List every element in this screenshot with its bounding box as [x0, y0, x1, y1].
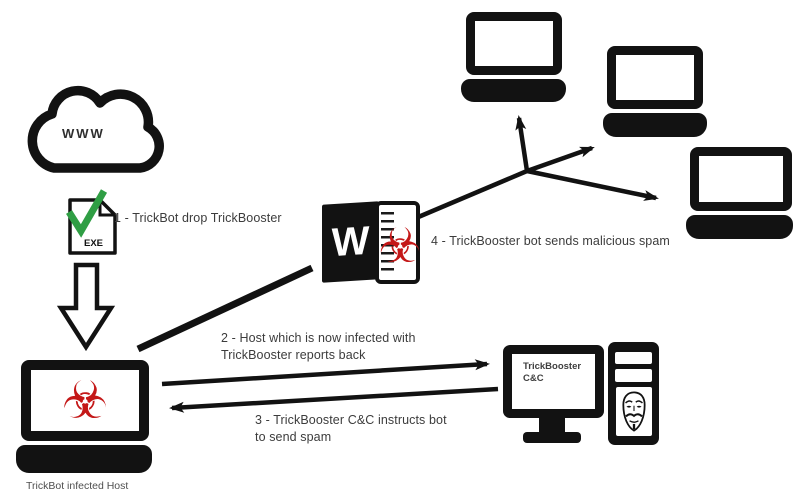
- tower-slot-1: [615, 352, 652, 364]
- step2-label: 2 - Host which is now infected with Tric…: [221, 330, 416, 364]
- cnc-screen-text: TrickBooster C&C: [523, 361, 581, 384]
- exe-file-icon: EXE: [66, 189, 117, 255]
- word-app-icon: W: [322, 201, 379, 283]
- cnc-tower: [608, 342, 659, 445]
- victim-laptop-3-base: [686, 215, 793, 239]
- arrow-spam-to-victim-2: [526, 145, 595, 174]
- infected-host-label: TrickBot infected Host: [26, 480, 129, 492]
- cnc-label-line1: TrickBooster: [523, 361, 582, 372]
- step3-line1: 3 - TrickBooster C&C instructs bot: [255, 413, 447, 427]
- infected-host-laptop-base: [16, 445, 152, 473]
- arrow-host-reports-to-cnc: [161, 359, 490, 387]
- check-icon: [66, 189, 108, 238]
- step4-label: 4 - TrickBooster bot sends malicious spa…: [431, 234, 670, 248]
- anonymous-mask-panel: [616, 387, 652, 436]
- word-document-text-lines: [381, 212, 394, 274]
- arrow-cnc-instructs-host: [169, 386, 499, 413]
- word-letter: W: [331, 218, 370, 265]
- cnc-monitor-base: [523, 432, 581, 443]
- step1-label: 1 - TrickBot drop TrickBooster: [114, 211, 282, 225]
- anonymous-mask-icon: [622, 391, 646, 432]
- biohazard-icon: ☣: [378, 218, 422, 274]
- www-cloud-icon: [27, 85, 164, 173]
- download-arrow-icon: [56, 262, 116, 352]
- victim-laptop-1-base: [461, 79, 566, 102]
- infected-host-laptop: ☣: [21, 360, 149, 441]
- arrow-spam-to-victim-1: [515, 115, 530, 172]
- cnc-label-line2: C&C: [523, 372, 544, 384]
- victim-laptop-1: [466, 12, 562, 75]
- www-label: WWW: [62, 126, 105, 141]
- victim-laptop-3: [690, 147, 792, 211]
- cnc-monitor-stand: [539, 417, 565, 433]
- victim-laptop-2-base: [603, 113, 707, 137]
- step3-label: 3 - TrickBooster C&C instructs bot to se…: [255, 412, 447, 446]
- victim-laptop-2: [607, 46, 703, 109]
- arrow-spam-to-victim-3: [526, 168, 659, 201]
- step3-line2: to send spam: [255, 430, 332, 444]
- tower-slot-2: [615, 369, 652, 382]
- line-word-doc-to-branch: [415, 168, 528, 221]
- cnc-monitor: TrickBooster C&C: [503, 345, 604, 418]
- step2-line1: 2 - Host which is now infected with: [221, 331, 416, 345]
- biohazard-icon: ☣: [61, 370, 109, 431]
- exe-file-label: EXE: [84, 238, 103, 249]
- step2-line2: TrickBooster reports back: [221, 348, 366, 362]
